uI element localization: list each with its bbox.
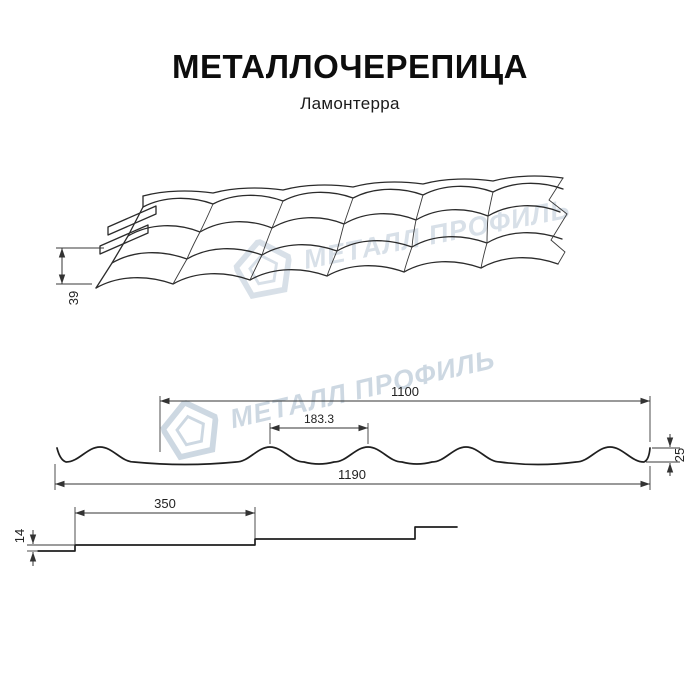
dimension-label-1100: 1100 [391, 384, 419, 399]
dimension-label-14: 14 [12, 529, 27, 543]
tile-row-line-1 [127, 205, 561, 237]
logo-pentagon [232, 237, 293, 300]
dimension-350: 350 [74, 496, 256, 545]
sheet-left-edge [95, 195, 144, 289]
step-section-drawing: 350 14 [12, 496, 458, 566]
dimension-39: 39 [56, 247, 104, 305]
page-title: МЕТАЛЛОЧЕРЕПИЦА [172, 48, 528, 85]
dimension-25: 25 [646, 434, 687, 476]
logo-pentagon-inner [248, 253, 279, 286]
tile-column-line [186, 231, 201, 260]
page-subtitle: Ламонтерра [300, 94, 400, 113]
header: МЕТАЛЛОЧЕРЕПИЦА Ламонтерра [0, 48, 700, 114]
dimension-label-39: 39 [66, 291, 81, 305]
dimension-label-183-3: 183.3 [304, 412, 334, 426]
dimension-183-3: 183.3 [269, 412, 369, 444]
profile-section-drawing: 1100 183.3 25 1190 [54, 384, 687, 490]
edge-strip-2 [99, 224, 149, 255]
dimension-1190: 1190 [54, 464, 651, 490]
edge-strip-1 [107, 205, 157, 236]
tile-column-line [271, 200, 284, 229]
watermark-top: МЕТАЛЛ ПРОФИЛЬ [230, 180, 576, 302]
tile-column-line [415, 194, 424, 221]
tile-column-line [411, 219, 417, 248]
dimension-label-25: 25 [672, 448, 687, 462]
tile-column-line [486, 215, 489, 244]
logo-pentagon [159, 398, 219, 461]
perspective-view-drawing: 39 [56, 175, 568, 305]
tile-column-line [326, 250, 338, 277]
tile-column-line [480, 242, 488, 269]
logo-pentagon-inner [175, 414, 205, 447]
tile-profile-curve [56, 446, 651, 466]
sheet-break-line [548, 177, 568, 265]
dimension-label-1190: 1190 [338, 467, 366, 482]
tile-column-line [403, 246, 413, 273]
tile-column-lines [172, 191, 494, 285]
dimension-14: 14 [12, 529, 75, 566]
tile-column-line [336, 223, 345, 252]
dimension-label-350: 350 [154, 496, 176, 511]
tile-column-line [261, 227, 273, 256]
sheet-top-edge [142, 175, 564, 197]
metal-profil-logo-icon [159, 398, 219, 461]
tile-column-line [487, 191, 494, 217]
tile-column-line [199, 203, 214, 233]
watermark-middle: МЕТАЛЛ ПРОФИЛЬ [156, 330, 501, 463]
tile-row-line-2 [111, 232, 563, 264]
sheet-front-edge [95, 257, 559, 289]
metal-profil-logo-icon [232, 237, 293, 300]
tile-column-line [343, 197, 354, 225]
dimension-1100: 1100 [159, 384, 651, 452]
step-profile-line [37, 526, 458, 552]
tile-column-line [172, 258, 188, 285]
tile-column-line [249, 254, 263, 281]
